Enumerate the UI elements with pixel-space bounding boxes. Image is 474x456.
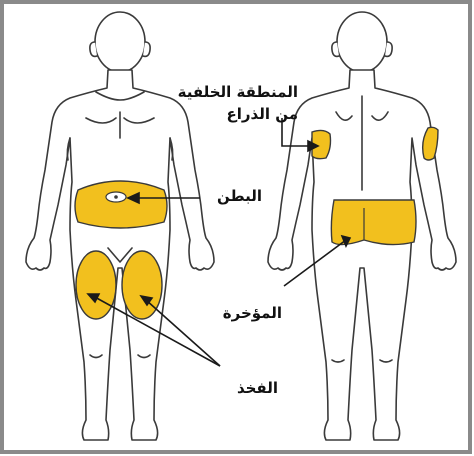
arm-label-line2: من الذراع [227,104,298,124]
front-head [95,12,145,72]
left-thigh-zone [76,251,116,319]
back-head [337,12,387,72]
thigh-label: الفخذ [237,378,278,398]
arm-label-line1: المنطقة الخلفية [178,82,298,102]
abdomen-zone [75,181,167,228]
abdomen-label: البطن [217,186,262,206]
buttocks-label: المؤخرة [223,303,282,323]
